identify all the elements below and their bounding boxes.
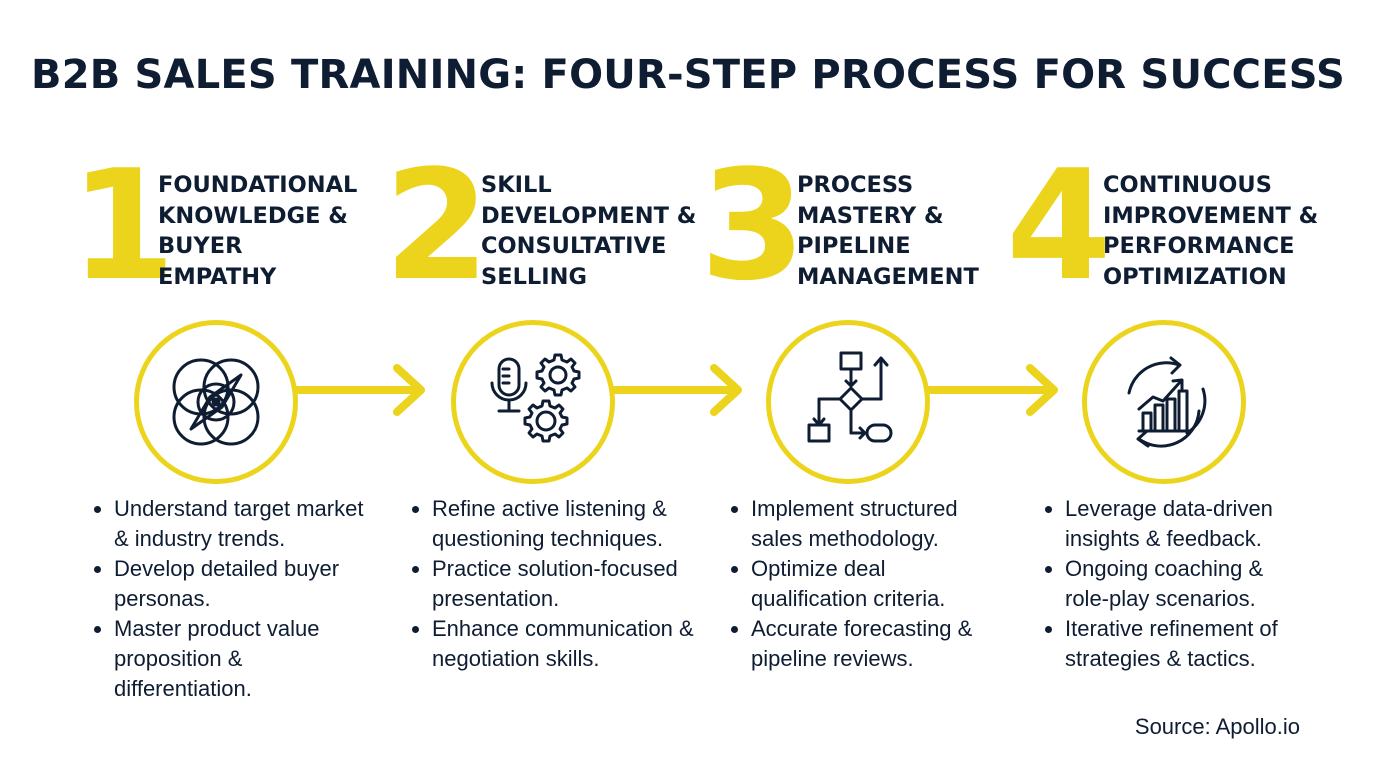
arrow-right-icon bbox=[610, 364, 742, 416]
list-item: Develop detailed buyer personas. bbox=[92, 554, 372, 614]
step-2-heading: SKILL DEVELOPMENT & CONSULTATIVE SELLING bbox=[481, 170, 696, 292]
growth-cycle-icon bbox=[1127, 356, 1207, 448]
list-item: Master product value proposition & diffe… bbox=[92, 614, 372, 704]
step-4-heading-line: IMPROVEMENT & bbox=[1103, 202, 1319, 229]
step-3-heading-line: MASTERY & bbox=[797, 202, 944, 229]
list-item: Optimize deal qualification criteria. bbox=[729, 554, 989, 614]
step-2-heading-line: CONSULTATIVE bbox=[481, 233, 667, 259]
source-label: Source: Apollo.io bbox=[1134, 714, 1300, 739]
microphone-gears-icon bbox=[490, 353, 581, 443]
list-item: Leverage data-driven insights & feedback… bbox=[1043, 494, 1283, 554]
step-4-heading-line: PERFORMANCE bbox=[1103, 233, 1295, 259]
step-3-heading-line: PROCESS bbox=[797, 172, 914, 198]
arrow-right-icon bbox=[293, 364, 425, 416]
step-1-heading-line: BUYER bbox=[158, 233, 243, 259]
list-item: Understand target market & industry tren… bbox=[92, 494, 372, 554]
step-3-heading-line: PIPELINE bbox=[797, 233, 911, 259]
list-item: Ongoing coaching & role-play scenarios. bbox=[1043, 554, 1283, 614]
step-4-heading-line: OPTIMIZATION bbox=[1103, 263, 1287, 290]
step-1-number: 1 bbox=[70, 137, 176, 314]
step-1-heading: FOUNDATIONAL KNOWLEDGE & BUYER EMPATHY bbox=[158, 170, 357, 292]
step-1-bullets: Understand target market & industry tren… bbox=[92, 494, 372, 704]
list-item: Implement structured sales methodology. bbox=[729, 494, 989, 554]
step-1-icon-circle bbox=[134, 320, 298, 484]
step-1-heading-line: EMPATHY bbox=[158, 263, 277, 290]
page-title: B2B SALES TRAINING: FOUR-STEP PROCESS FO… bbox=[31, 52, 1345, 98]
step-2-heading-line: SELLING bbox=[481, 263, 587, 290]
step-4-heading-line: CONTINUOUS bbox=[1103, 172, 1272, 198]
list-item: Practice solution-focused presentation. bbox=[410, 554, 700, 614]
step-2-icon-circle bbox=[451, 320, 615, 484]
step-3-icon-circle bbox=[766, 320, 930, 484]
step-3-number: 3 bbox=[700, 137, 806, 314]
step-4-number: 4 bbox=[1006, 137, 1112, 314]
arrow-right-icon bbox=[926, 364, 1058, 416]
step-1-heading-line: FOUNDATIONAL bbox=[158, 172, 358, 198]
step-3-heading: PROCESS MASTERY & PIPELINE MANAGEMENT bbox=[797, 170, 979, 292]
step-3-heading-line: MANAGEMENT bbox=[797, 263, 979, 290]
step-2-heading-line: SKILL bbox=[481, 172, 552, 198]
list-item: Enhance communication & negotiation skil… bbox=[410, 614, 700, 674]
step-2-bullets: Refine active listening & questioning te… bbox=[410, 494, 700, 674]
step-2-heading-line: DEVELOPMENT & bbox=[481, 202, 697, 229]
flowchart-icon bbox=[807, 351, 893, 443]
step-4-bullets: Leverage data-driven insights & feedback… bbox=[1043, 494, 1283, 674]
step-4-heading: CONTINUOUS IMPROVEMENT & PERFORMANCE OPT… bbox=[1103, 170, 1318, 292]
list-item: Accurate forecasting & pipeline reviews. bbox=[729, 614, 989, 674]
compass-venn-icon bbox=[172, 358, 260, 446]
step-4-icon-circle bbox=[1082, 320, 1246, 484]
list-item: Refine active listening & questioning te… bbox=[410, 494, 700, 554]
step-1-heading-line: KNOWLEDGE & bbox=[158, 202, 348, 229]
step-2-number: 2 bbox=[384, 137, 490, 314]
step-3-bullets: Implement structured sales methodology. … bbox=[729, 494, 989, 674]
list-item: Iterative refinement of strategies & tac… bbox=[1043, 614, 1283, 674]
